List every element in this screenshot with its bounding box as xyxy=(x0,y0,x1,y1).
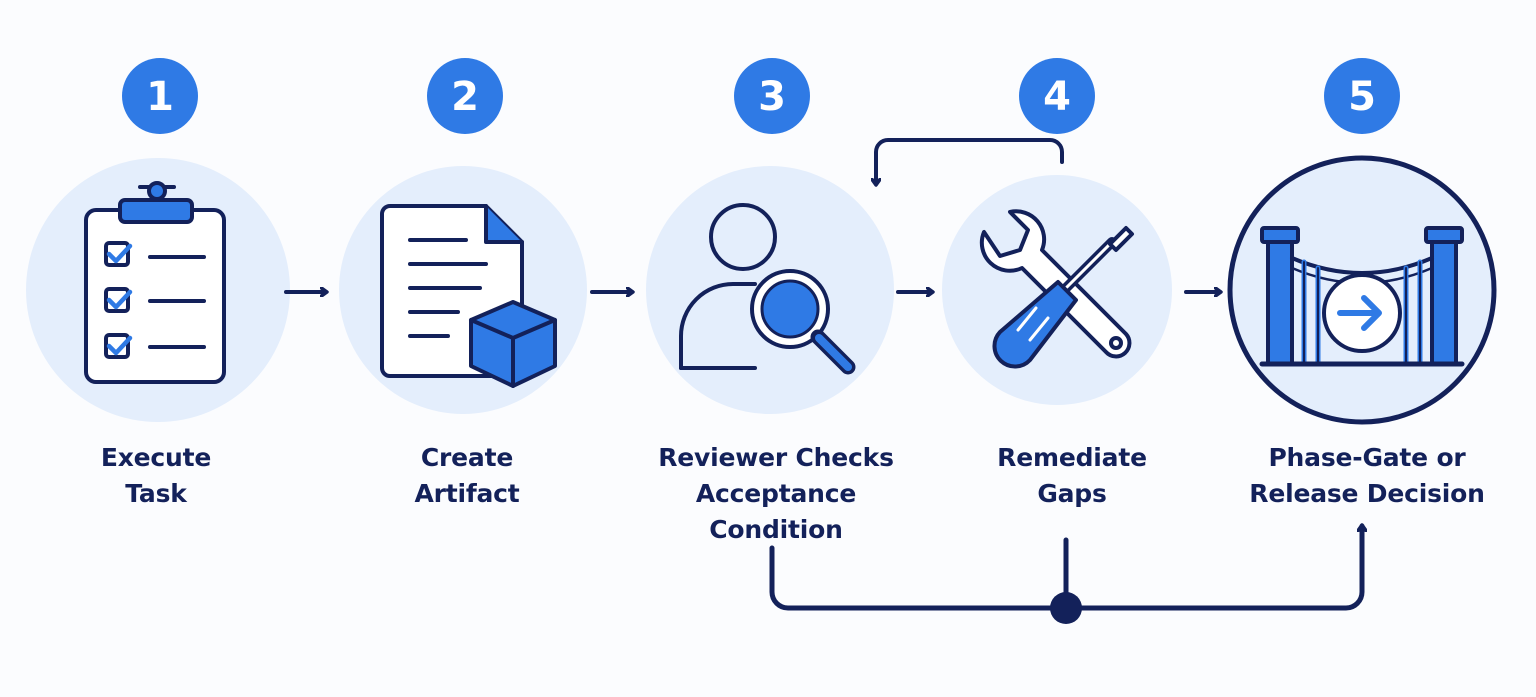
step-5-number: 5 xyxy=(1348,74,1376,120)
step-3-label-line-2: Acceptance xyxy=(695,479,857,508)
step-5-label-line-2: Release Decision xyxy=(1249,479,1485,508)
document-cube-icon xyxy=(380,204,557,388)
step-2-number: 2 xyxy=(451,74,479,120)
reviewer-magnifier-icon xyxy=(679,203,856,375)
step-3-number: 3 xyxy=(758,74,786,120)
step-4-badge: 4 xyxy=(1019,58,1095,134)
step-3-label-line-3: Condition xyxy=(709,515,843,544)
step-1-badge: 1 xyxy=(122,58,198,134)
step-1-label-line-1: Execute xyxy=(100,443,212,472)
step-1-number: 1 xyxy=(146,74,174,120)
step-4-label: Remediate Gaps xyxy=(932,440,1212,512)
loop-back-arrow xyxy=(876,138,1064,184)
junction-dot xyxy=(1050,592,1082,624)
step-3-label: Reviewer Checks Acceptance Condition xyxy=(636,440,916,548)
step-3-badge: 3 xyxy=(734,58,810,134)
step-4-number: 4 xyxy=(1043,74,1071,120)
step-5-label: Phase-Gate or Release Decision xyxy=(1227,440,1507,512)
step-4-label-line-2: Gaps xyxy=(1037,479,1107,508)
step-2-label-line-1: Create xyxy=(420,443,514,472)
step-4-label-line-1: Remediate xyxy=(997,443,1147,472)
step-1-label: Execute Task xyxy=(16,440,296,512)
step-2-badge: 2 xyxy=(427,58,503,134)
wrench-screwdriver-icon xyxy=(979,209,1134,369)
step-2-label: Create Artifact xyxy=(327,440,607,512)
step-1-label-line-2: Task xyxy=(125,479,187,508)
clipboard-checklist-icon xyxy=(84,181,226,384)
step-5-label-line-1: Phase-Gate or xyxy=(1268,443,1466,472)
step-5-badge: 5 xyxy=(1324,58,1400,134)
gate-arrow-icon xyxy=(1259,226,1465,367)
step-3-label-line-1: Reviewer Checks xyxy=(658,443,894,472)
step-2-label-line-2: Artifact xyxy=(414,479,520,508)
